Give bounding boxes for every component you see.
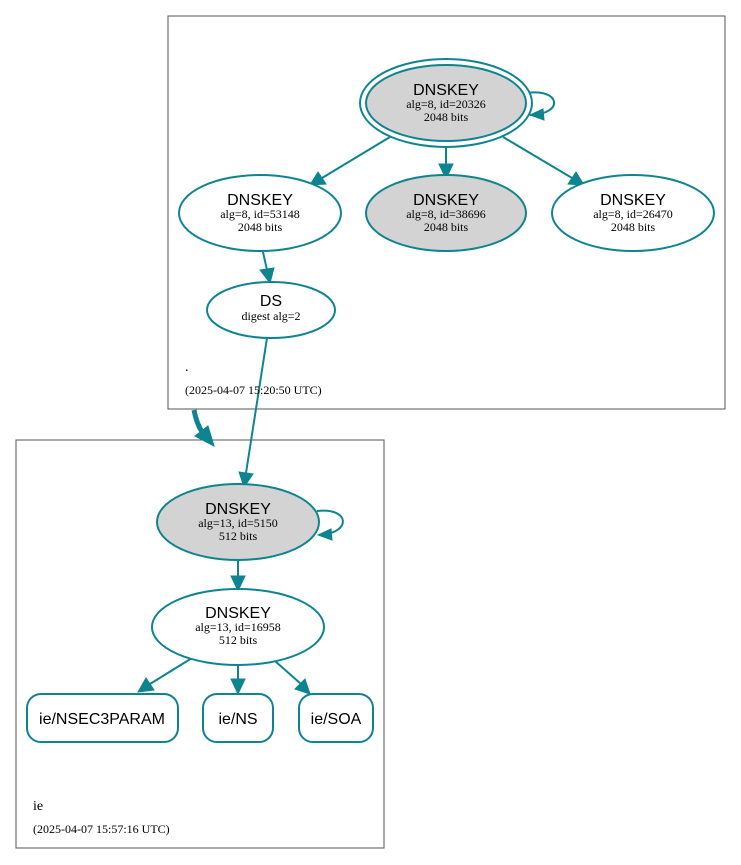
edge-root-ksk-to-zsk3-arrowhead [567, 171, 585, 186]
ie-ksk-bits: 512 bits [219, 529, 258, 543]
root-zsk-53148-node[interactable]: DNSKEY alg=8, id=53148 2048 bits [178, 174, 342, 252]
ie-zone-timestamp: (2025-04-07 15:57:16 UTC) [33, 822, 170, 836]
edge-root-ksk-to-zsk1 [321, 136, 391, 179]
rrset-nsec3param-label: ie/NSEC3PARAM [39, 711, 165, 728]
root-zsk2-bits: 2048 bits [424, 220, 469, 234]
edge-ds-to-ie-ksk-arrowhead [238, 471, 254, 489]
root-zsk3-type: DNSKEY [600, 192, 666, 209]
rrset-soa-label: ie/SOA [311, 711, 362, 728]
root-zsk1-type: DNSKEY [227, 192, 293, 209]
ie-zsk-node[interactable]: DNSKEY alg=13, id=16958 512 bits [151, 588, 325, 666]
root-ksk-alg-id: alg=8, id=20326 [406, 97, 486, 111]
root-zsk3-alg-id: alg=8, id=26470 [593, 207, 673, 221]
root-zsk2-alg-id: alg=8, id=38696 [406, 207, 486, 221]
ie-zsk-bits: 512 bits [219, 633, 258, 647]
ds-digest: digest alg=2 [241, 309, 300, 323]
edge-zsk1-to-ds [262, 251, 268, 271]
root-zsk1-bits: 2048 bits [238, 220, 283, 234]
ie-ksk-node[interactable]: DNSKEY alg=13, id=5150 512 bits [156, 483, 320, 561]
rrset-ns-label: ie/NS [218, 711, 257, 728]
edge-ie-ksk-to-zsk-arrowhead [230, 575, 246, 593]
ds-type: DS [260, 293, 282, 310]
rrset-ns-node[interactable]: ie/NS [202, 693, 274, 743]
edge-ds-to-ie-ksk [245, 337, 268, 474]
edge-root-ksk-to-zsk2-arrowhead [438, 163, 454, 181]
root-zsk2-type: DNSKEY [413, 192, 479, 209]
root-ksk-self-arrowhead [528, 108, 545, 121]
root-ds-node[interactable]: DS digest alg=2 [206, 281, 336, 339]
root-zsk-38696-node[interactable]: DNSKEY alg=8, id=38696 2048 bits [365, 174, 527, 252]
rrset-soa-node[interactable]: ie/SOA [298, 693, 374, 743]
ie-ksk-self-arrowhead [316, 528, 333, 541]
root-zone-name: . [185, 360, 189, 375]
root-ksk-bits: 2048 bits [424, 110, 469, 124]
root-ksk-type: DNSKEY [413, 82, 479, 99]
ie-zsk-alg-id: alg=13, id=16958 [195, 620, 281, 634]
delegation-arrowhead [194, 425, 215, 447]
delegation-edge [191, 409, 206, 435]
root-zsk1-alg-id: alg=8, id=53148 [220, 207, 300, 221]
root-ksk-node[interactable]: DNSKEY alg=8, id=20326 2048 bits [359, 58, 533, 148]
ie-zone-name: ie [33, 799, 43, 814]
edge-root-ksk-to-zsk3 [502, 136, 573, 179]
root-zsk-26470-node[interactable]: DNSKEY alg=8, id=26470 2048 bits [551, 174, 715, 252]
root-ksk-inner [365, 64, 527, 142]
edge-zsk1-to-ds-arrowhead [259, 267, 275, 285]
ie-ksk-type: DNSKEY [205, 501, 271, 518]
rrset-nsec3param-node[interactable]: ie/NSEC3PARAM [26, 693, 179, 743]
root-zsk3-bits: 2048 bits [611, 220, 656, 234]
ie-ksk-alg-id: alg=13, id=5150 [198, 516, 278, 530]
root-zone-timestamp: (2025-04-07 15:20:50 UTC) [185, 383, 322, 397]
edge-ie-zsk-to-soa-arrowhead [294, 678, 311, 695]
edge-root-ksk-to-zsk1-arrowhead [309, 171, 327, 186]
ie-zsk-type: DNSKEY [205, 605, 271, 622]
edge-ie-zsk-to-nsec3param-arrowhead [137, 677, 155, 693]
edge-ie-zsk-to-soa [274, 660, 302, 685]
edge-ie-zsk-to-nsec3param [149, 657, 193, 685]
edge-ie-zsk-to-ns-arrowhead [230, 678, 246, 696]
